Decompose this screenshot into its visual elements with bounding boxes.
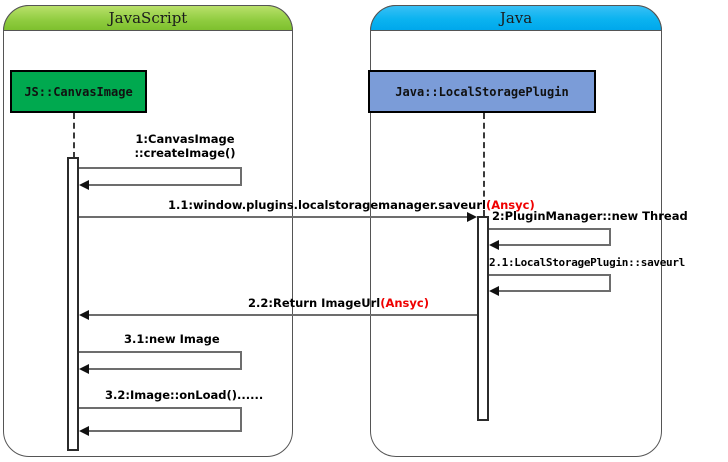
message-1-1-label: 1.1:window.plugins.localstoragemanager.s… <box>168 198 535 212</box>
message-1-1-line <box>79 216 469 218</box>
activation-bar-js <box>67 157 79 451</box>
message-3-1-label-text: 3.1:new Image <box>124 332 220 346</box>
message-2-1-line-back <box>498 290 611 292</box>
lifeline-js <box>73 113 75 158</box>
participant-js-canvasimage[interactable]: JS::CanvasImage <box>10 70 147 113</box>
message-1-1-label-text: 1.1:window.plugins.localstoragemanager.s… <box>168 198 486 212</box>
participant-java-localstorageplugin-label: Java::LocalStoragePlugin <box>395 84 569 99</box>
message-3-1-line-turn <box>240 351 242 369</box>
message-1-line-turn <box>240 167 242 185</box>
message-2-label: 2:PluginManager::new Thread <box>492 209 688 223</box>
message-3-1-line-back <box>88 368 242 370</box>
panel-javascript-title: JavaScript <box>108 8 188 27</box>
message-2-line-turn <box>609 228 611 245</box>
panel-javascript-header: JavaScript <box>3 5 293 31</box>
message-3-1-line-out <box>79 351 242 353</box>
panel-java-title: Java <box>499 8 533 27</box>
message-2-2-async-tag: (Ansyc) <box>380 296 429 310</box>
message-1-label-line1: 1:CanvasImage <box>135 132 235 146</box>
message-3-1-arrowhead <box>79 364 89 374</box>
message-2-arrowhead <box>489 240 499 250</box>
participant-js-canvasimage-label: JS::CanvasImage <box>24 84 133 99</box>
message-3-2-label-text: 3.2:Image::onLoad()...... <box>105 388 264 402</box>
message-2-2-label-text: 2.2:Return ImageUrl <box>248 296 381 310</box>
activation-bar-java <box>477 216 489 421</box>
message-2-1-line-out <box>489 274 611 276</box>
panel-java-header: Java <box>370 5 662 31</box>
message-2-label-text: 2:PluginManager::new Thread <box>492 209 688 223</box>
message-1-1-arrowhead <box>467 212 477 222</box>
message-3-2-line-back <box>88 430 242 432</box>
message-2-2-label: 2.2:Return ImageUrl(Ansyc) <box>248 296 429 310</box>
message-2-2-line <box>88 314 477 316</box>
message-1-line-back <box>88 184 242 186</box>
message-3-2-line-out <box>79 407 242 409</box>
message-1-1-async-tag: (Ansyc) <box>485 198 535 212</box>
message-2-1-line-turn <box>609 274 611 291</box>
message-1-arrowhead <box>79 180 89 190</box>
message-2-1-label-text: 2.1:LocalStoragePlugin::saveurl <box>489 256 685 269</box>
message-1-label: 1:CanvasImage ::createImage() <box>105 132 265 160</box>
participant-java-localstorageplugin[interactable]: Java::LocalStoragePlugin <box>368 70 596 113</box>
message-2-line-out <box>489 228 611 230</box>
message-2-1-label: 2.1:LocalStoragePlugin::saveurl <box>489 256 685 270</box>
message-3-2-arrowhead <box>79 426 89 436</box>
message-2-1-arrowhead <box>489 286 499 296</box>
message-3-2-line-turn <box>240 407 242 431</box>
message-2-line-back <box>498 244 611 246</box>
message-3-2-label: 3.2:Image::onLoad()...... <box>105 388 263 402</box>
message-1-line-out <box>79 167 242 169</box>
lifeline-java <box>483 113 485 216</box>
message-2-2-arrowhead <box>79 310 89 320</box>
message-1-label-line2: ::createImage() <box>134 146 236 160</box>
message-3-1-label: 3.1:new Image <box>124 332 220 346</box>
